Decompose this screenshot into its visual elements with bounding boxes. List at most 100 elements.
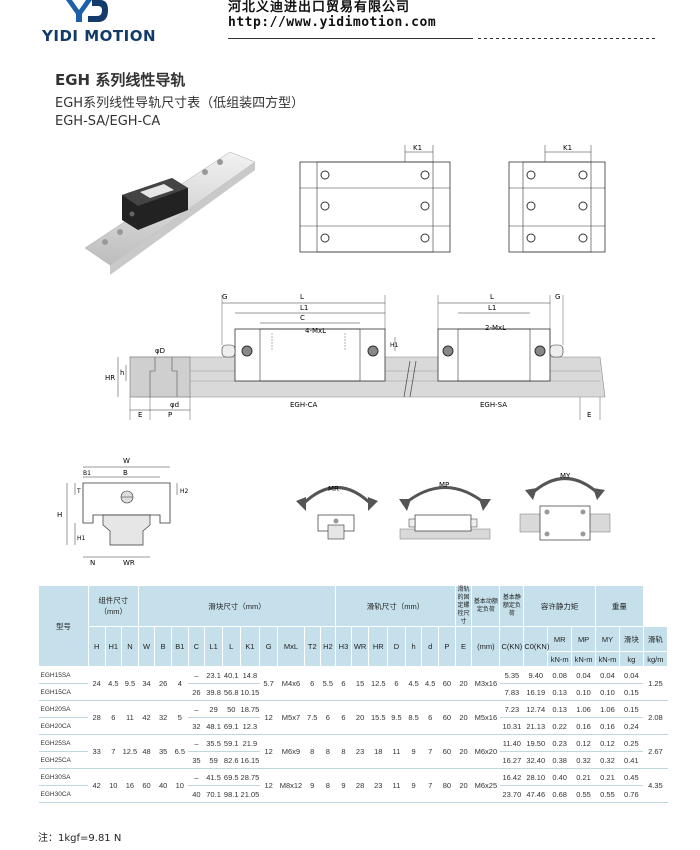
table-cell: 0.23 xyxy=(547,734,572,752)
table-cell: 0.08 xyxy=(547,666,572,684)
th-sub: MY xyxy=(595,626,620,652)
th-sub: N xyxy=(121,626,139,667)
table-cell: 6 xyxy=(320,700,336,735)
table-cell: 7.5 xyxy=(304,700,321,735)
table-cell: – xyxy=(188,734,205,752)
table-cell: 9.40 xyxy=(523,666,548,684)
th-sub: (mm) xyxy=(471,626,501,667)
th-sub: WR xyxy=(350,626,370,667)
label-k1-sa: K1 xyxy=(563,144,572,152)
table-cell: 34 xyxy=(138,666,155,701)
th-sub: C(KN) xyxy=(499,626,525,667)
th-sub: K1 xyxy=(239,626,261,667)
label-sa-holes: 2-MxL xyxy=(485,324,506,332)
table-cell: 7.83 xyxy=(499,683,524,701)
table-cell: 11 xyxy=(387,768,406,803)
th-sub: C0(KN) xyxy=(523,626,549,667)
th-sub: B xyxy=(154,626,172,667)
table-cell: 0.10 xyxy=(571,683,596,701)
page-subtitle: EGH系列线性导轨尺寸表（低组装四方型） xyxy=(55,96,305,111)
table-cell: 6 xyxy=(105,700,122,735)
th-sub: MxL xyxy=(276,626,305,667)
th-weight: 重量 xyxy=(595,585,644,627)
table-cell: 0.04 xyxy=(571,666,596,684)
label-t: T xyxy=(76,488,81,495)
th-sub: T2 xyxy=(303,626,321,667)
label-w: W xyxy=(123,457,130,465)
side-view-diagram: G L L1 C 4-MxL H1 L L1 2-MxL G HR h φD φ… xyxy=(105,293,606,420)
table-cell: 0.68 xyxy=(547,785,572,803)
table-cell: EGH30CA xyxy=(38,785,89,803)
table-cell: 12.3 xyxy=(240,717,260,735)
table-cell: – xyxy=(188,700,205,718)
table-cell: 0.55 xyxy=(595,785,620,803)
table-cell: 16.15 xyxy=(240,751,260,769)
table-cell: 12.5 xyxy=(368,666,388,701)
table-cell: 8 xyxy=(320,734,336,769)
th-sub: P xyxy=(438,626,456,667)
footnote: 注：1kgf=9.81 N xyxy=(38,833,122,844)
table-cell: 9.5 xyxy=(387,700,406,735)
table-cell: 21.9 xyxy=(240,734,260,752)
th-unit: kg xyxy=(618,651,644,667)
table-cell: M3x16 xyxy=(471,666,500,701)
table-cell: 98.1 xyxy=(222,785,241,803)
table-cell: – xyxy=(188,666,205,684)
table-cell: 7.23 xyxy=(499,700,524,718)
label-k1: K1 xyxy=(413,144,422,152)
spec-table-wrapper: 型号 组件尺寸（mm） 滑块尺寸（mm） 滑轨尺寸（mm） 滑轨的固定螺栓尺寸 … xyxy=(38,585,669,803)
label-l1-ca: L1 xyxy=(300,304,308,312)
th-sub: L xyxy=(221,626,241,667)
label-g-ca: G xyxy=(222,293,227,301)
table-cell: 5.35 xyxy=(499,666,524,684)
table-cell: EGH25CA xyxy=(38,751,89,769)
table-cell: 32 xyxy=(154,700,172,735)
table-cell: 19.50 xyxy=(523,734,548,752)
table-cell: 12.74 xyxy=(523,700,548,718)
table-cell: 7 xyxy=(421,768,439,803)
table-cell: EGH15CA xyxy=(38,683,89,701)
th-sub: H xyxy=(87,626,106,667)
table-cell: 20 xyxy=(455,734,472,769)
table-cell: 69.1 xyxy=(222,717,241,735)
company-url[interactable]: http://www.yidimotion.com xyxy=(228,15,437,30)
table-cell: 1.06 xyxy=(595,700,620,718)
table-cell: 26 xyxy=(154,666,172,701)
table-cell: 0.25 xyxy=(619,734,644,752)
table-cell: 40 xyxy=(188,785,205,803)
table-cell: M4x6 xyxy=(277,666,305,701)
yidi-logo-icon xyxy=(66,0,108,22)
table-cell: 5.7 xyxy=(259,666,278,701)
table-cell: 35 xyxy=(154,734,172,769)
table-cell: 21.13 xyxy=(523,717,548,735)
table-cell: 12 xyxy=(259,768,278,803)
th-sub: h xyxy=(404,626,423,667)
table-cell: 4.35 xyxy=(643,768,668,803)
table-cell: 23 xyxy=(351,734,369,769)
th-sub: HR xyxy=(368,626,389,667)
table-cell: M6x25 xyxy=(471,768,500,803)
table-cell: 0.12 xyxy=(595,734,620,752)
label-mp: MP xyxy=(439,481,449,489)
table-cell: 11 xyxy=(121,700,139,735)
table-cell: 6 xyxy=(335,700,352,735)
table-cell: 82.6 xyxy=(222,751,241,769)
table-cell: 4 xyxy=(171,666,189,701)
table-cell: M5x7 xyxy=(277,700,305,735)
table-cell: 7 xyxy=(421,734,439,769)
table-cell: 0.45 xyxy=(619,768,644,786)
th-unit: kN-m xyxy=(547,651,573,667)
table-cell: 0.38 xyxy=(547,751,572,769)
table-cell: M6x9 xyxy=(277,734,305,769)
th-sub: d xyxy=(421,626,440,667)
th-dynamic: 基本动额定负荷 xyxy=(471,585,501,627)
table-cell: 0.16 xyxy=(571,717,596,735)
th-sub: H3 xyxy=(335,626,352,667)
table-cell: 59 xyxy=(204,751,223,769)
table-cell: 16.42 xyxy=(499,768,524,786)
table-cell: 0.24 xyxy=(619,717,644,735)
spec-table: 型号 组件尺寸（mm） 滑块尺寸（mm） 滑轨尺寸（mm） 滑轨的固定螺栓尺寸 … xyxy=(38,585,669,803)
label-e-left: E xyxy=(138,411,142,419)
